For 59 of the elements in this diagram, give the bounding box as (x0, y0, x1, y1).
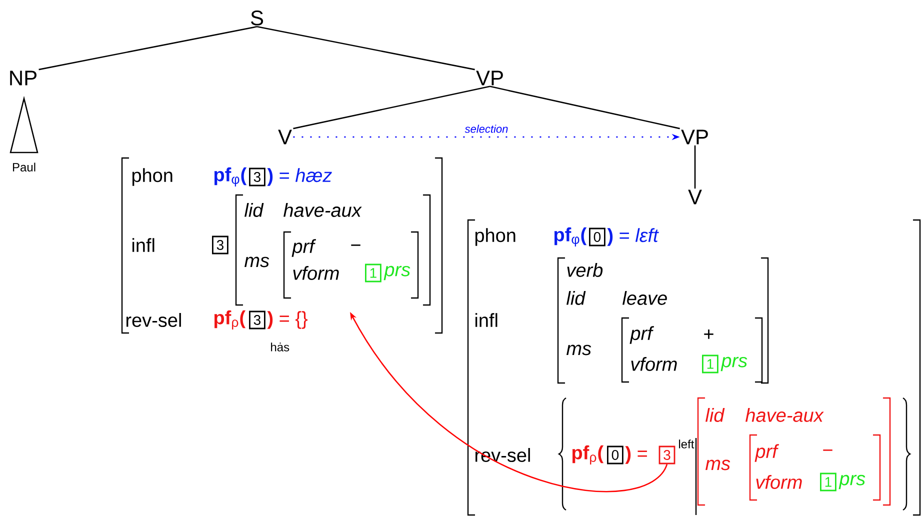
feature-label: ms (706, 460, 730, 470)
structure-tag: 3 (212, 236, 228, 254)
feature-label: phon (475, 228, 516, 246)
category-label: VP (681, 130, 708, 144)
structure-tag: 0 (607, 446, 624, 464)
structure-tag: 0 (589, 228, 606, 246)
branch-line (490, 86, 680, 130)
feature-label: have-aux (284, 203, 362, 217)
feature-label: ms (244, 256, 270, 268)
structure-tag: 1 (702, 354, 718, 374)
structure-tag: 1 (365, 264, 382, 282)
category-label: S (250, 10, 264, 26)
small-label: hȧs (271, 342, 290, 352)
feature-value: ) = lɛft (607, 228, 659, 246)
feature-label: − (351, 244, 360, 246)
small-label: left (679, 440, 694, 448)
branch-line (256, 26, 475, 70)
category-label: VP (476, 70, 503, 86)
category-label: V (278, 130, 292, 144)
branch-line (694, 145, 696, 189)
feature-label: prf (292, 239, 316, 257)
feature-value: prs (838, 474, 866, 490)
edge-label: selection (464, 124, 510, 134)
structure-tag: 3 (658, 446, 676, 464)
feature-label: prf (754, 444, 779, 462)
feature-label: lid (244, 203, 264, 217)
feature-value: − (823, 450, 832, 451)
category-label: V (688, 190, 702, 204)
feature-label: rev-sel (126, 313, 181, 327)
feature-label: verb (567, 263, 603, 277)
feature-value: ) = (625, 446, 647, 464)
feature-label: prf (630, 326, 654, 344)
feature-label: infl (132, 238, 154, 252)
feature-label: vform (293, 266, 339, 280)
feature-label: leave (622, 291, 667, 305)
feature-label: ms (566, 344, 592, 356)
small-label: Paul (13, 162, 36, 172)
branch-line (293, 86, 490, 130)
feature-value: pf$_{φ}$( (554, 227, 587, 247)
feature-value: pf$_{ρ}$( (214, 310, 246, 330)
feature-value: prs (720, 356, 748, 372)
structure-tag: 1 (820, 472, 836, 492)
feature-label: lid (706, 408, 725, 422)
feature-label: have-aux (746, 408, 824, 422)
feature-value: ) = hæz (267, 168, 332, 186)
category-label: NP (10, 70, 36, 86)
feature-label: phon (132, 168, 172, 186)
structure-tag: 3 (249, 168, 266, 186)
feature-label: vform (756, 475, 802, 489)
branch-line (38, 26, 258, 70)
feature-label: vform (631, 357, 677, 371)
feature-label: lid (566, 291, 586, 305)
feature-value: prs (384, 266, 410, 280)
feature-value: ) = {} (267, 311, 308, 329)
feature-label: infl (475, 313, 498, 327)
feature-value: pf$_{ρ}$( (572, 445, 604, 465)
structure-tag: 3 (249, 310, 266, 330)
feature-value: pf$_{φ}$( (214, 167, 247, 187)
feature-label: + (704, 330, 714, 339)
